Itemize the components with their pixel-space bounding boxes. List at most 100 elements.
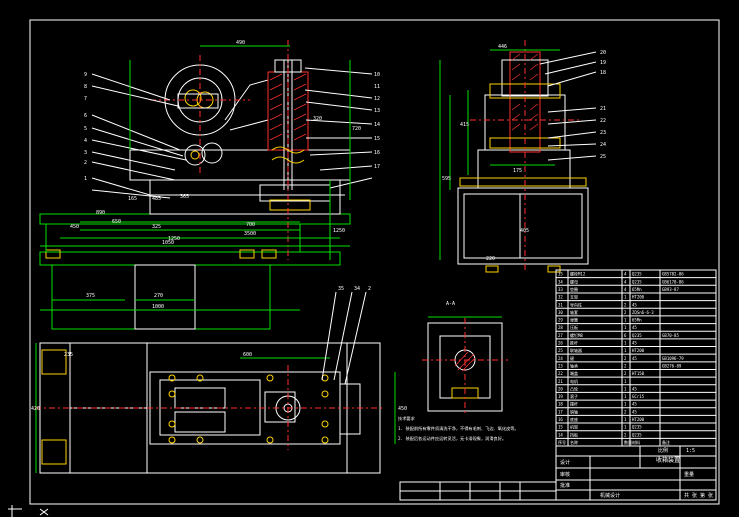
bom-cell: Q235 [632, 272, 642, 277]
bom-cell: 1 [624, 394, 627, 399]
front-view: 490 890 650 325 1050 700 3500 1250 375 2… [39, 40, 380, 330]
dim-text: 165 [128, 196, 137, 202]
bom-header-cell: 材料 [632, 439, 640, 445]
bom-header-cell: 备注 [662, 439, 670, 445]
bom-cell: 1 [624, 379, 627, 384]
bom-cell: 17 [558, 409, 563, 414]
bom-cell: 2 [624, 409, 627, 414]
bom-header-cell: 序号 [558, 439, 566, 445]
bom-cell: HT200 [632, 417, 645, 422]
dim-text: 420 [31, 406, 40, 412]
balloon-label: 5 [84, 126, 87, 132]
bom-header-cell: 数量 [624, 439, 632, 445]
bom-cell: ZQSn6-6-3 [632, 310, 654, 315]
bom-cell: Q235 [632, 432, 642, 437]
bom-cell: 底座 [570, 416, 578, 422]
dim-text: 325 [152, 224, 161, 230]
bom-cell: 联轴器 [570, 347, 582, 353]
dim-text: 595 [442, 176, 451, 182]
checker-label: 审核 [560, 471, 570, 478]
title-block: 收箱装置 1:5 比例 设计 审核 批准 重量 共 张 第 张 机械设计 [399, 445, 717, 501]
dim-text: 600 [243, 352, 252, 358]
dim-text: 175 [513, 168, 522, 174]
bom-cell: 26 [558, 341, 563, 346]
bom-cell: 摆杆 [570, 401, 578, 407]
bom-cell: 65Mn [632, 318, 642, 323]
bom-cell: 1 [624, 417, 627, 422]
bom-cell: 销轴 [570, 408, 578, 414]
balloon-label: 21 [600, 106, 606, 112]
bom-cell: 机架 [570, 424, 578, 430]
bom-cell: GB93-87 [662, 287, 679, 292]
balloon-label: 8 [84, 84, 87, 90]
balloon-label: 1 [84, 176, 87, 182]
bom-cell: 29 [558, 318, 563, 323]
bom-cell: 1 [624, 386, 627, 391]
bom-cell: HT200 [632, 348, 645, 353]
bom-cell: Q235 [632, 425, 642, 430]
dim-text: 890 [96, 210, 105, 216]
scale-value: 1:5 [686, 448, 695, 454]
bom-cell: 34 [558, 279, 563, 284]
dim-text: 485 [152, 196, 161, 202]
bom-cell: 电机 [570, 378, 578, 384]
bom-cell: 20 [558, 386, 563, 391]
balloon-label: 13 [374, 108, 380, 114]
bom-cell: 2 [624, 371, 627, 376]
bom-cell: 23 [558, 363, 563, 368]
bom-cell: Q235 [632, 279, 642, 284]
bom-cell: 轴套 [570, 309, 578, 315]
bom-cell: GB6170-86 [662, 279, 684, 284]
bom-cell: 45 [632, 386, 637, 391]
dim-text: 220 [486, 256, 495, 262]
bom-cell: 45 [632, 302, 637, 307]
bom-cell: 2 [624, 363, 627, 368]
dim-text: 1050 [162, 240, 174, 246]
balloon-label: 2 [84, 160, 87, 166]
bom-cell: 14 [558, 432, 563, 437]
dim-text: 405 [520, 228, 529, 234]
dim-text: 700 [246, 222, 255, 228]
balloon-label: 23 [600, 130, 606, 136]
side-view: 446 415 595 175 405 220 20 19 18 21 22 2… [439, 40, 606, 273]
bom-cell: 25 [558, 348, 563, 353]
balloon-label: 16 [374, 150, 380, 156]
bom-cell: 1 [624, 318, 627, 323]
balloon-label: 6 [84, 113, 87, 119]
bom-cell: 端盖 [570, 370, 578, 376]
bom-cell: 65Mn [632, 287, 642, 292]
bom-cell: GB5782-86 [662, 272, 684, 277]
balloon-label: 22 [600, 118, 606, 124]
balloon-label: 3 [84, 150, 87, 156]
bom-cell: 4 [624, 279, 627, 284]
dim-text: 365 [180, 194, 189, 200]
bom-cell: 2 [624, 356, 627, 361]
technical-notes: 技术要求 1. 装配前所有零件须清洗干净，不得有毛刺、飞边、氧化皮等。 2. 装… [398, 415, 519, 442]
bom-cell: GB276-89 [662, 363, 682, 368]
bom-cell: 2 [624, 302, 627, 307]
balloon-label: 15 [374, 136, 380, 142]
bom-cell: GB1096-79 [662, 356, 684, 361]
dim-text: 1000 [152, 304, 164, 310]
dim-text: 650 [112, 219, 121, 225]
balloon-label: 9 [84, 72, 87, 78]
bom-cell: 45 [632, 341, 637, 346]
bom-cell: 35 [558, 272, 563, 277]
bom-cell: 6 [624, 333, 627, 338]
bom-cell: 1 [624, 425, 627, 430]
section-label: A-A [446, 301, 455, 307]
bom-cell: 19 [558, 394, 563, 399]
bom-cell: 弹簧 [570, 317, 578, 323]
bom-cell: 16 [558, 417, 563, 422]
bom-cell: HT150 [632, 371, 645, 376]
bom-cell: 1 [624, 402, 627, 407]
dim-text: 450 [398, 406, 407, 412]
drawing-frame [29, 19, 720, 505]
sheet-label: 共 张 第 张 [684, 492, 713, 499]
bom-cell: 24 [558, 356, 563, 361]
bom-cell: 45 [632, 356, 637, 361]
bom-cell: 螺母 [570, 278, 578, 284]
bom-cell: 挡板 [570, 431, 578, 437]
